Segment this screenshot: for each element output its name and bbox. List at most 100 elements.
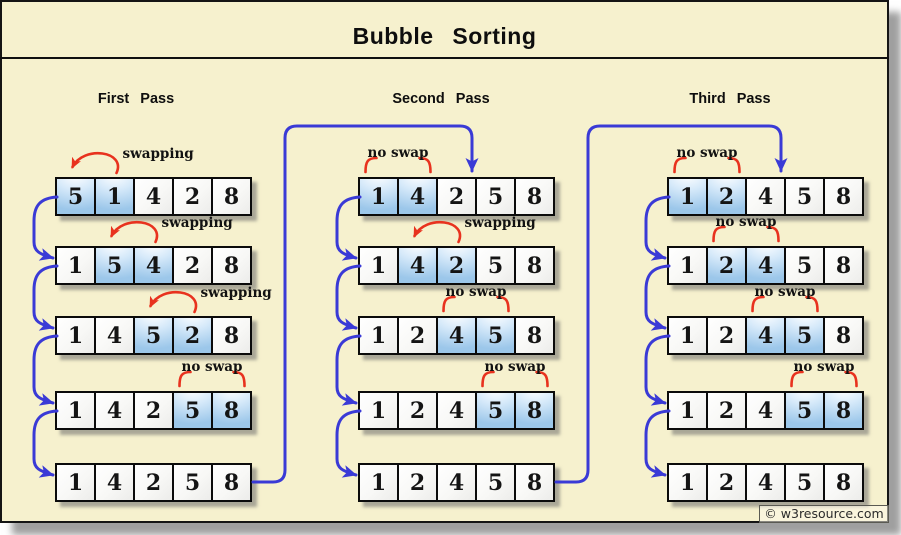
array-cell-highlighted: 2 xyxy=(436,246,477,285)
pass-header: Second Pass xyxy=(392,91,490,107)
array-cell: 1 xyxy=(55,463,96,502)
array-cell: 4 xyxy=(436,391,477,430)
array-cell: 8 xyxy=(211,177,252,216)
no-swap-label: no swap xyxy=(754,284,816,300)
array-cell: 4 xyxy=(94,463,135,502)
array-cell-highlighted: 2 xyxy=(706,246,747,285)
array-cell: 2 xyxy=(133,463,174,502)
array-cell: 2 xyxy=(172,177,213,216)
array-cell-highlighted: 5 xyxy=(784,391,825,430)
array-cell: 8 xyxy=(211,246,252,285)
array-cell-highlighted: 5 xyxy=(94,246,135,285)
array-cell: 4 xyxy=(94,391,135,430)
array-cell: 4 xyxy=(133,177,174,216)
array-cell: 8 xyxy=(823,246,864,285)
array-cell: 2 xyxy=(706,316,747,355)
array-cell-highlighted: 4 xyxy=(397,246,438,285)
array-cell: 2 xyxy=(397,316,438,355)
array-cell: 8 xyxy=(514,177,555,216)
array-cell: 4 xyxy=(745,391,786,430)
array-cell: 2 xyxy=(172,246,213,285)
array-cell: 2 xyxy=(397,463,438,502)
no-swap-label: no swap xyxy=(445,284,507,300)
array-cell: 1 xyxy=(358,316,399,355)
array-cell-highlighted: 8 xyxy=(514,391,555,430)
array-cell-highlighted: 1 xyxy=(358,177,399,216)
array-cell: 5 xyxy=(475,463,516,502)
pass-header: First Pass xyxy=(97,91,175,107)
array-cell: 5 xyxy=(475,246,516,285)
array-cell-highlighted: 1 xyxy=(94,177,135,216)
no-swap-label: no swap xyxy=(793,359,855,375)
array-cell-highlighted: 5 xyxy=(133,316,174,355)
watermark: © w3resource.com xyxy=(759,505,889,523)
array-cell-highlighted: 8 xyxy=(823,391,864,430)
array-cell: 1 xyxy=(667,246,708,285)
array-cell: 2 xyxy=(706,391,747,430)
array-cell-highlighted: 2 xyxy=(172,316,213,355)
array-cell: 1 xyxy=(358,463,399,502)
array-cell-highlighted: 1 xyxy=(667,177,708,216)
array-cell: 1 xyxy=(55,391,96,430)
array-cell: 8 xyxy=(823,316,864,355)
array-cell: 8 xyxy=(823,463,864,502)
no-swap-label: no swap xyxy=(484,359,546,375)
array-cell: 1 xyxy=(55,316,96,355)
swapping-label: swapping xyxy=(161,215,233,231)
array-cell: 8 xyxy=(823,177,864,216)
array-cell: 5 xyxy=(784,177,825,216)
array-cell: 8 xyxy=(211,316,252,355)
array-cell: 8 xyxy=(514,463,555,502)
no-swap-label: no swap xyxy=(181,359,243,375)
array-cell: 1 xyxy=(358,391,399,430)
array-cell: 5 xyxy=(784,246,825,285)
array-cell: 5 xyxy=(784,463,825,502)
array-cell: 2 xyxy=(133,391,174,430)
no-swap-label: no swap xyxy=(367,145,429,161)
array-cell: 8 xyxy=(514,316,555,355)
array-cell-highlighted: 8 xyxy=(211,391,252,430)
array-cell: 1 xyxy=(667,463,708,502)
pass-header: Third Pass xyxy=(689,91,771,107)
diagram-title: Bubble Sorting xyxy=(352,23,537,49)
array-cell-highlighted: 4 xyxy=(133,246,174,285)
array-cell: 1 xyxy=(667,316,708,355)
array-cell: 8 xyxy=(514,246,555,285)
array-cell-highlighted: 4 xyxy=(745,316,786,355)
array-cell-highlighted: 4 xyxy=(397,177,438,216)
array-cell: 4 xyxy=(436,463,477,502)
array-cell-highlighted: 5 xyxy=(172,391,213,430)
array-cell: 5 xyxy=(475,177,516,216)
array-cell: 1 xyxy=(667,391,708,430)
array-cell-highlighted: 4 xyxy=(436,316,477,355)
array-cell: 1 xyxy=(55,246,96,285)
array-cell: 4 xyxy=(745,177,786,216)
array-cell-highlighted: 2 xyxy=(706,177,747,216)
swapping-label: swapping xyxy=(200,285,272,301)
array-cell: 1 xyxy=(358,246,399,285)
swapping-label: swapping xyxy=(122,146,194,162)
array-cell-highlighted: 5 xyxy=(475,316,516,355)
swapping-label: swapping xyxy=(464,215,536,231)
no-swap-label: no swap xyxy=(715,214,777,230)
array-cell: 5 xyxy=(172,463,213,502)
array-cell: 4 xyxy=(94,316,135,355)
array-cell: 2 xyxy=(397,391,438,430)
array-cell: 4 xyxy=(745,463,786,502)
array-cell-highlighted: 5 xyxy=(55,177,96,216)
array-cell-highlighted: 5 xyxy=(475,391,516,430)
array-cell-highlighted: 5 xyxy=(784,316,825,355)
